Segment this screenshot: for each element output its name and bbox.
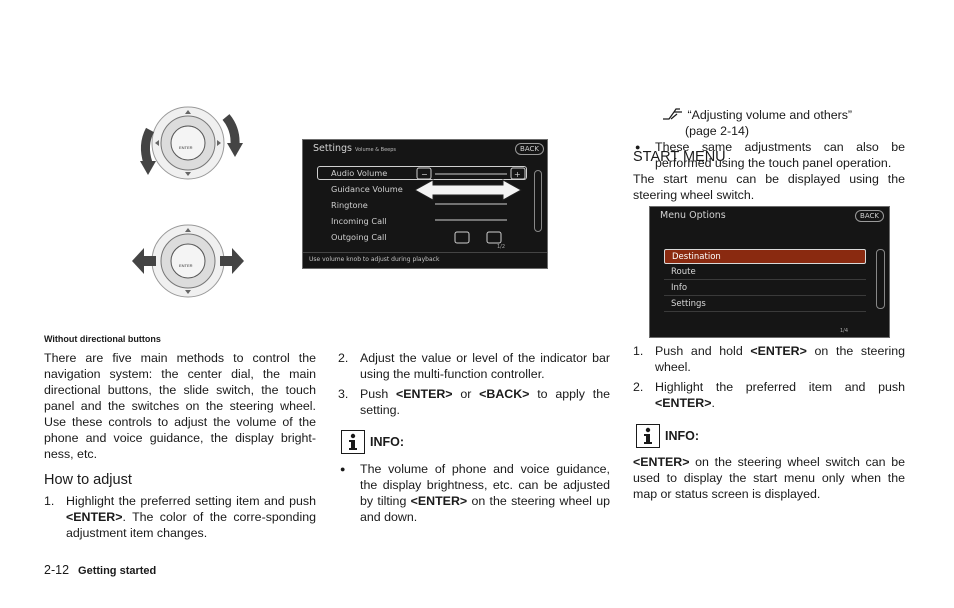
svg-text:−: −: [421, 170, 428, 179]
settings-row-audio[interactable]: Audio Volume: [331, 168, 388, 178]
intro-paragraph: There are five main methods to control t…: [44, 351, 316, 461]
info-text-right: <ENTER> on the steering wheel switch can…: [633, 455, 905, 501]
menu-item-info[interactable]: Info: [664, 281, 866, 296]
settings-scrollbar[interactable]: [534, 170, 542, 232]
figure-caption: Without directional buttons: [44, 334, 161, 344]
how-to-list-b: 2.Adjust the value or level of the indic…: [338, 350, 610, 420]
start-step-2: 2.Highlight the preferred item and push …: [633, 380, 905, 410]
how-to-step-1: 1.Highlight the preferred setting item a…: [44, 494, 316, 540]
settings-back-button[interactable]: BACK: [515, 143, 544, 155]
menu-list: Destination Route Info Settings: [664, 249, 866, 315]
touch-panel-bullet: ●These same adjustments can also be perf…: [635, 140, 905, 170]
menu-options-title: Menu Options: [660, 210, 726, 221]
how-to-list-a: 1.Highlight the preferred setting item a…: [44, 493, 316, 543]
menu-item-destination[interactable]: Destination: [664, 249, 866, 264]
menu-page-indicator: 1/4: [840, 328, 849, 334]
menu-item-route[interactable]: Route: [664, 265, 866, 280]
info-block-middle: INFO:: [341, 430, 404, 454]
controller-label-bottom: ENTER: [179, 263, 193, 268]
settings-screen-subtitle: Volume & Beeps: [354, 147, 397, 153]
info-label: INFO:: [370, 435, 405, 449]
reference-block: “Adjusting volume and others” (page 2-14…: [662, 107, 852, 139]
controller-illustration: [132, 106, 244, 298]
menu-scrollbar[interactable]: [876, 249, 885, 309]
settings-volume-bars: − +: [415, 167, 526, 244]
info-icon: [341, 430, 365, 454]
page-footer: 2-12 Getting started: [44, 563, 156, 577]
settings-row-incoming[interactable]: Incoming Call: [331, 216, 387, 226]
info-icon-right: [636, 424, 660, 448]
controller-label-top: ENTER: [179, 145, 193, 150]
reference-text[interactable]: “Adjusting volume and others”: [687, 108, 853, 122]
settings-screen-title: Settings: [313, 143, 352, 154]
settings-row-ringtone[interactable]: Ringtone: [331, 200, 368, 210]
settings-page-indicator: 1/2: [497, 244, 506, 250]
section-title: Getting started: [78, 565, 157, 577]
page-number: 2-12: [44, 563, 70, 577]
how-to-adjust-heading: How to adjust: [44, 472, 132, 488]
start-menu-steps: 1.Push and hold <ENTER> on the steering …: [633, 343, 905, 413]
menu-back-button[interactable]: BACK: [855, 210, 884, 222]
controller-figure: ENTER ENTER: [80, 95, 300, 310]
reference-icon: [663, 108, 682, 120]
settings-row-outgoing[interactable]: Outgoing Call: [331, 232, 387, 242]
settings-row-guidance[interactable]: Guidance Volume: [331, 184, 403, 194]
start-step-1: 1.Push and hold <ENTER> on the steering …: [633, 344, 905, 374]
settings-screen: Settings Volume & Beeps BACK Audio Volum…: [302, 139, 548, 269]
menu-item-settings[interactable]: Settings: [664, 297, 866, 312]
how-to-step-2: 2.Adjust the value or level of the indic…: [338, 351, 610, 381]
info-label-right: INFO:: [665, 429, 700, 443]
svg-text:+: +: [514, 170, 521, 179]
start-menu-heading: START MENU: [633, 149, 726, 165]
how-to-step-3: 3.Push <ENTER> or <BACK> to apply the se…: [338, 387, 610, 417]
info-bullet-middle: ●The volume of phone and voice guidance,…: [340, 462, 610, 524]
start-menu-intro: The start menu can be displayed using th…: [633, 172, 905, 202]
settings-hint: Use volume knob to adjust during playbac…: [309, 256, 440, 263]
reference-page: (page 2-14): [685, 124, 750, 138]
info-block-right: INFO:: [636, 424, 699, 448]
menu-options-screen: Menu Options BACK Destination Route Info…: [649, 206, 890, 338]
